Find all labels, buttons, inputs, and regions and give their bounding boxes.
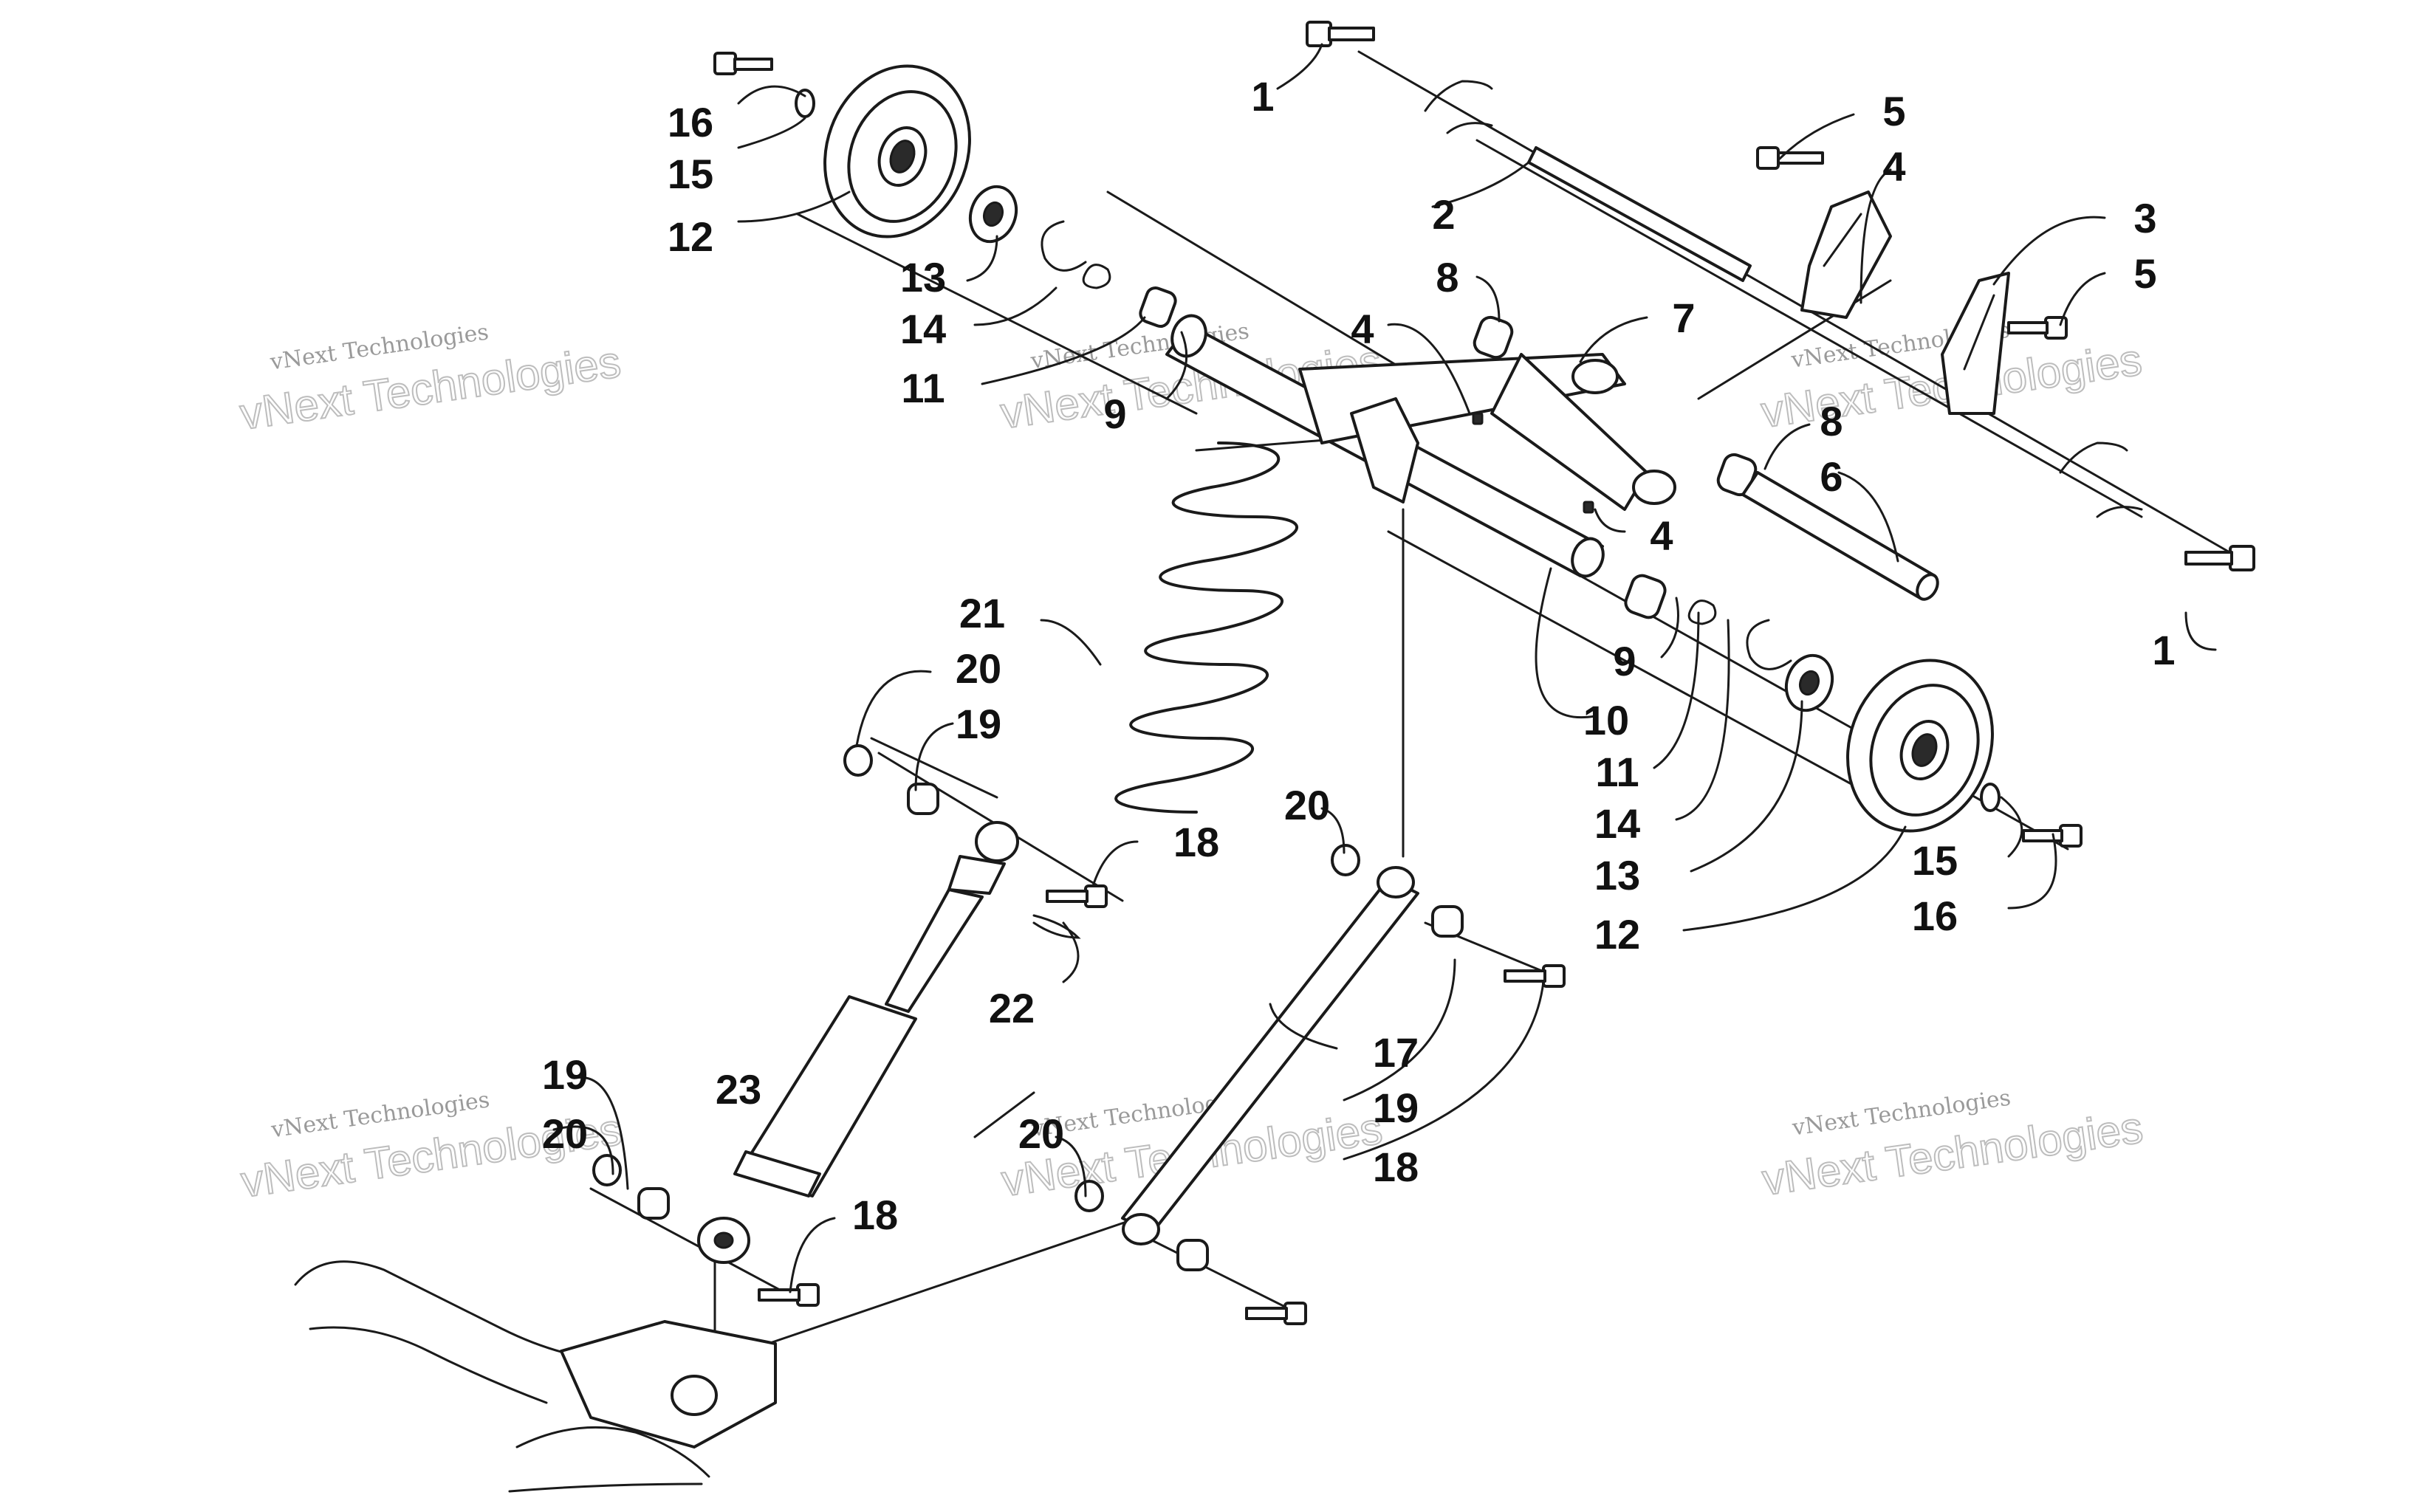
- callout-20-shock-lower: 20: [542, 1110, 588, 1157]
- callout-7: 7: [1672, 295, 1695, 341]
- snap-ring-right: [1746, 619, 1792, 670]
- link-arm: [1121, 866, 1419, 1245]
- snap-ring-top: [1041, 220, 1087, 272]
- upper-shaft: [1527, 146, 1752, 282]
- callout-20-shock-upper: 20: [956, 645, 1001, 692]
- retaining-clip-top: [1082, 264, 1111, 289]
- frame-fragment-top: [1424, 80, 1493, 134]
- callout-12-top: 12: [668, 213, 713, 260]
- idler-wheel-top: [823, 64, 971, 238]
- watermark-bottom-right: vNext Technologies vNext Technologies: [1758, 1085, 2146, 1205]
- wheel-bearing-right: [1784, 653, 1834, 712]
- bolt-1-right: [2184, 545, 2255, 571]
- clip-22: [1032, 914, 1081, 939]
- callout-2: 2: [1432, 191, 1455, 238]
- callout-4-left: 4: [1351, 306, 1374, 352]
- callout-11-top: 11: [901, 365, 945, 411]
- callout-13-right: 13: [1594, 852, 1640, 898]
- rear-shaft: [1741, 471, 1939, 601]
- bushing-19-link-upper: [1431, 905, 1464, 938]
- shock-absorber: [697, 821, 1019, 1264]
- bolt-16-top: [713, 52, 773, 75]
- shock-cap-20-upper: [843, 744, 873, 777]
- callout-1-top: 1: [1251, 73, 1274, 120]
- watermark-top-left: vNext Technologies vNext Technologies: [236, 319, 624, 439]
- callout-8-right: 8: [1820, 398, 1843, 444]
- callout-9-top: 9: [1103, 391, 1126, 437]
- coil-spring: [1114, 441, 1298, 814]
- callout-1-right: 1: [2152, 627, 2175, 673]
- leader-lines: [552, 43, 2217, 1293]
- callout-4-right: 4: [1882, 143, 1905, 190]
- bolt-18-link-upper: [1504, 964, 1566, 988]
- frame-fragment-right: [2059, 441, 2143, 518]
- callout-19-shock-lower: 19: [542, 1051, 588, 1098]
- bolt-1-top: [1306, 21, 1375, 47]
- callout-19-shock-upper: 19: [956, 701, 1001, 747]
- callout-11-right: 11: [1595, 749, 1639, 795]
- retaining-clip-right: [1687, 599, 1717, 625]
- bushing-19-link-lower: [1176, 1239, 1209, 1271]
- callout-23: 23: [716, 1066, 761, 1113]
- callout-6: 6: [1820, 453, 1843, 500]
- bolt-5-top: [1756, 146, 1824, 170]
- callout-20-link-lower: 20: [1018, 1110, 1064, 1157]
- callout-16-top: 16: [668, 99, 713, 145]
- washer-15-top: [795, 89, 815, 118]
- callout-3: 3: [2133, 195, 2156, 241]
- callout-15-top: 15: [668, 151, 713, 197]
- callout-15-right: 15: [1912, 837, 1958, 884]
- callout-14-top: 14: [900, 306, 946, 352]
- callout-4-center: 4: [1650, 512, 1673, 559]
- slide-rail-fragment: [294, 1260, 777, 1493]
- cap-20-link-upper: [1331, 844, 1360, 876]
- bushing-8-top: [1473, 315, 1514, 360]
- washer-15-right: [1980, 783, 2001, 812]
- spacer-right: [1624, 574, 1667, 619]
- callout-12-right: 12: [1594, 911, 1640, 958]
- swing-arm: [1165, 314, 1676, 578]
- callout-16-right: 16: [1912, 893, 1958, 939]
- callout-14-right: 14: [1594, 800, 1640, 847]
- idler-wheel-right: [1846, 659, 1994, 833]
- bushing-19-upper: [907, 783, 939, 815]
- cap-20-link-lower: [1074, 1180, 1104, 1212]
- callout-numbers: 16 15 12 13 14 11 9 1 2 8 4 7 5 4 3 5 8 …: [542, 73, 2176, 1238]
- callout-5-right: 5: [2133, 250, 2156, 297]
- bushing-19-lower: [637, 1187, 670, 1220]
- callout-5-top: 5: [1882, 88, 1905, 134]
- callout-17: 17: [1373, 1029, 1419, 1076]
- bolt-18-lower: [758, 1283, 820, 1307]
- callout-18-link: 18: [1373, 1144, 1419, 1190]
- bolt-18-link-lower: [1245, 1302, 1307, 1325]
- callout-13-top: 13: [900, 254, 946, 300]
- callout-8-top: 8: [1436, 254, 1458, 300]
- bolt-5-right: [2007, 316, 2068, 340]
- wheel-bearing-top: [968, 185, 1018, 244]
- bolt-16-right: [2022, 824, 2083, 848]
- mount-bracket-right: [1941, 272, 2010, 415]
- shock-cap-20-lower: [592, 1154, 622, 1186]
- bolt-18-upper: [1046, 884, 1108, 908]
- mount-bracket-left: [1800, 190, 1892, 319]
- callout-18-shock-upper: 18: [1173, 819, 1219, 865]
- callout-10: 10: [1583, 697, 1629, 743]
- callout-19-link: 19: [1373, 1085, 1419, 1131]
- callout-20-link-upper: 20: [1284, 782, 1330, 828]
- callout-22: 22: [989, 985, 1035, 1031]
- callout-9-right: 9: [1613, 638, 1636, 684]
- callout-18-shock-lower: 18: [852, 1192, 898, 1238]
- spacer-top: [1139, 286, 1177, 329]
- callout-21: 21: [959, 590, 1005, 636]
